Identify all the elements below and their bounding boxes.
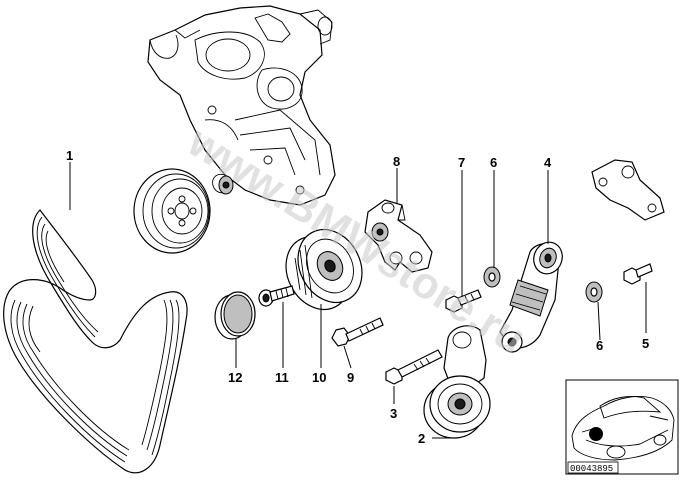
engine-location-marker	[589, 427, 603, 441]
bracket-icon	[364, 199, 433, 273]
callout-7: 7	[458, 155, 465, 170]
bolt-7-icon	[445, 289, 482, 313]
callout-6-upper: 6	[490, 155, 497, 170]
callout-4: 4	[544, 155, 552, 170]
bolt-3-icon	[385, 349, 443, 385]
tensioner-icon	[499, 241, 563, 353]
mounting-bracket-icon	[591, 159, 665, 221]
callout-11: 11	[275, 370, 289, 385]
callout-9: 9	[347, 370, 354, 385]
callout-6-lower: 6	[596, 338, 603, 353]
washer-upper-icon	[483, 266, 501, 288]
water-pump-icon	[147, 5, 336, 206]
drive-belt-icon	[3, 209, 188, 474]
car-thumbnail: 00043895	[565, 379, 679, 475]
car-icon	[571, 395, 675, 461]
callout-10: 10	[312, 370, 326, 385]
callout-8: 8	[393, 154, 400, 169]
callout-5: 5	[642, 336, 649, 351]
document-number: 00043895	[570, 464, 613, 474]
washer-lower-icon	[585, 281, 603, 303]
pump-pulley-icon	[133, 168, 211, 254]
bolt-5-icon	[623, 263, 653, 285]
callouts: 1 2 3 4 5 6 6 7 8 9 10 11 12	[66, 148, 649, 446]
bolt-9-icon	[331, 317, 384, 347]
cap-icon	[214, 291, 256, 340]
callout-1: 1	[66, 148, 73, 163]
idler-pulley-icon	[423, 375, 491, 439]
leader-lines	[69, 162, 647, 439]
bolt-11-icon	[258, 285, 295, 307]
callout-2: 2	[418, 431, 425, 446]
deflection-pulley-icon	[285, 229, 363, 310]
callout-12: 12	[228, 370, 242, 385]
callout-3: 3	[390, 406, 397, 421]
